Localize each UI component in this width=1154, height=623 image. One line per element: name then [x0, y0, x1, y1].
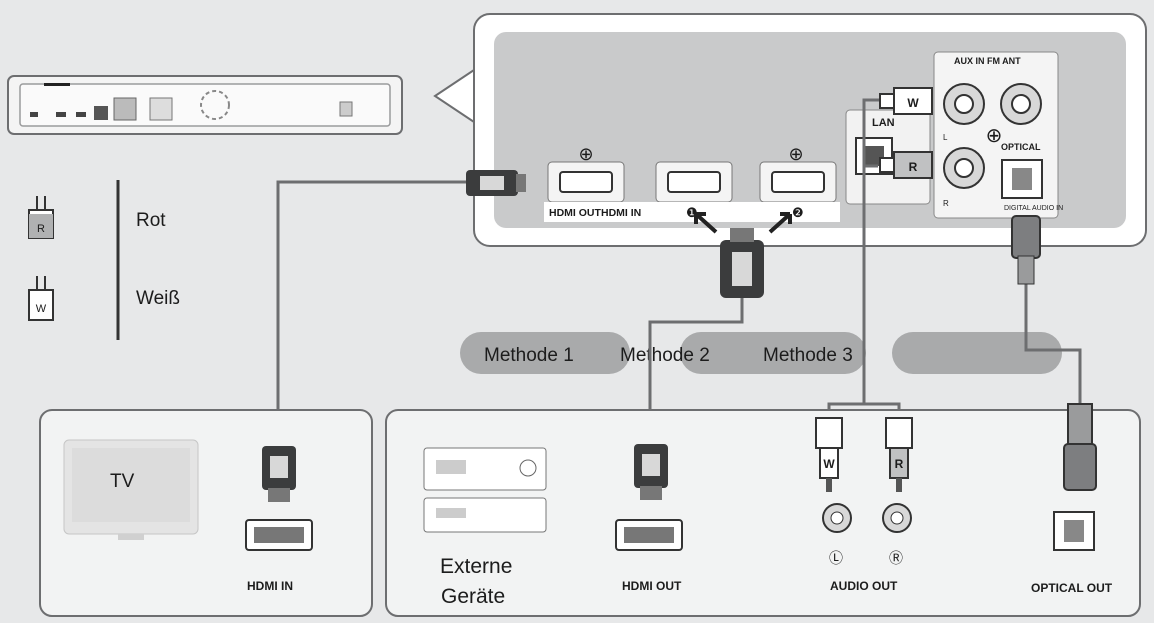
- svg-text:⊕: ⊕: [788, 144, 803, 164]
- optical-out-label: OPTICAL OUT: [1031, 581, 1113, 595]
- rca-plug-red-rear: R: [879, 151, 933, 179]
- external-devices-label-2: Geräte: [441, 585, 505, 608]
- tv-box: TV HDMI IN: [39, 409, 373, 617]
- external-device-icon: [423, 447, 547, 533]
- red-plug-icon: R: [28, 196, 54, 239]
- method-3-pill: [892, 332, 1062, 374]
- hdmi-port-tv: [245, 519, 313, 551]
- audio-l-marker: Ⓛ: [829, 550, 843, 566]
- method-1-label: Methode 1: [484, 345, 574, 366]
- hdmi-plug-rear-in: [720, 228, 764, 298]
- hdmi-in-1-port: [655, 161, 733, 203]
- aux-plug-r: R: [909, 160, 918, 174]
- audio-r-marker: Ⓡ: [889, 550, 903, 566]
- panel-hdmi-in-2-marker: ❷: [792, 205, 804, 220]
- panel-hdmi-out-label: HDMI OUT: [549, 207, 601, 219]
- aux-fm-optical-block: ⊕: [933, 51, 1059, 219]
- white-plug-letter: W: [36, 303, 47, 315]
- method-2-pill: [680, 332, 866, 374]
- method-3-label: Methode 3: [763, 345, 853, 366]
- red-plug-letter: R: [37, 223, 45, 235]
- hdmi-in-2-port: ⊕: [759, 144, 837, 203]
- lan-label: LAN: [872, 117, 895, 129]
- rca-jack-l: [822, 503, 852, 533]
- legend-white-label: Weiß: [136, 288, 180, 309]
- legend: R Rot W Weiß: [28, 180, 180, 340]
- external-plug-w: W: [823, 457, 835, 471]
- rca-plug-red-external: R: [885, 417, 913, 492]
- hdmi-plug-external: [634, 444, 668, 500]
- aux-l-label: L: [943, 133, 948, 142]
- digital-audio-in-label: DIGITAL AUDIO IN: [1004, 205, 1063, 212]
- external-devices-box: Externe Geräte HDMI OUT W R: [385, 403, 1141, 617]
- optical-port-external: [1053, 511, 1095, 551]
- rca-plug-white-external: W: [815, 417, 843, 492]
- rca-plug-white-rear: W: [879, 87, 933, 115]
- audio-out-label: AUDIO OUT: [830, 579, 898, 593]
- svg-text:⊕: ⊕: [986, 125, 1003, 147]
- aux-r-label: R: [943, 199, 949, 208]
- panel-hdmi-in-1-marker: ❶: [686, 205, 698, 220]
- legend-red-label: Rot: [136, 210, 166, 231]
- tv-hdmi-in-label: HDMI IN: [247, 579, 293, 593]
- aux-fm-label: AUX IN FM ANT: [954, 56, 1021, 66]
- external-plug-r: R: [895, 457, 904, 471]
- cable-hdmi-tv: [276, 180, 470, 450]
- cable-hdmi-external: [648, 296, 744, 445]
- optical-plug-rear: [1011, 215, 1041, 285]
- hdmi-port-external: [615, 519, 683, 551]
- hdmi-plug-tv: [262, 446, 296, 502]
- main-unit-thumbnail: [7, 75, 403, 135]
- svg-text:⊕: ⊕: [578, 144, 593, 164]
- optical-plug-external: [1063, 403, 1097, 491]
- rca-jack-r: [882, 503, 912, 533]
- method-1-pill: [460, 332, 630, 374]
- optical-label: OPTICAL: [1001, 142, 1041, 152]
- hdmi-out-port: ⊕: [547, 144, 625, 203]
- method-2-label: Methode 2: [620, 345, 710, 366]
- hdmi-plug-rear-out: [466, 170, 526, 196]
- tv-icon: [63, 439, 199, 540]
- cable-optical: [1024, 282, 1082, 410]
- aux-plug-w: W: [907, 96, 919, 110]
- external-hdmi-out-label: HDMI OUT: [622, 579, 682, 593]
- external-devices-label-1: Externe: [440, 555, 512, 578]
- tv-label: TV: [110, 471, 135, 492]
- white-plug-icon: W: [28, 276, 54, 321]
- panel-hdmi-in-label: HDMI IN: [601, 207, 641, 219]
